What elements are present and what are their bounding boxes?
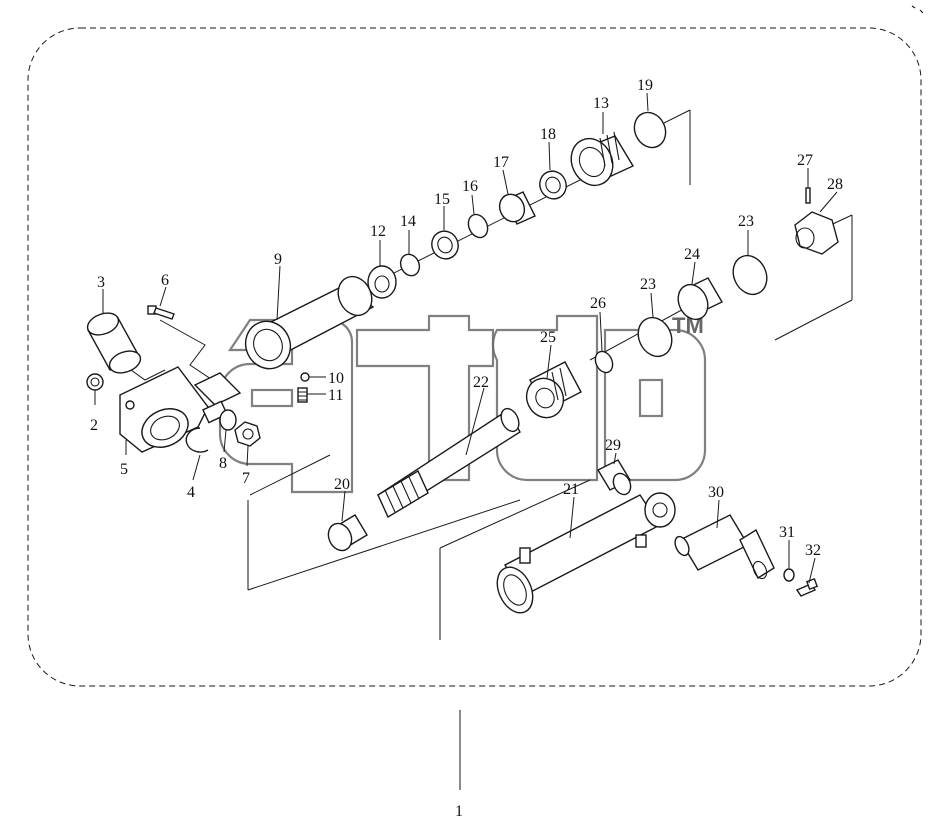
part-17-bushing bbox=[498, 191, 536, 225]
label-30: 30 bbox=[708, 484, 724, 501]
part-27-split-pin bbox=[805, 187, 811, 204]
part-28-nut bbox=[794, 211, 839, 255]
label-31: 31 bbox=[779, 524, 795, 541]
label-6: 6 bbox=[161, 272, 169, 289]
label-23b: 23 bbox=[738, 213, 754, 230]
part-8-ring bbox=[219, 409, 237, 431]
part-number-labels: 1 2 3 4 5 6 7 8 9 10 11 12 13 14 15 16 1… bbox=[90, 77, 843, 820]
label-13: 13 bbox=[593, 95, 609, 112]
part-2-grease-fitting bbox=[86, 373, 104, 391]
label-23a: 23 bbox=[640, 276, 656, 293]
part-32-bolt bbox=[795, 577, 819, 597]
part-16-o-ring bbox=[467, 213, 489, 239]
part-12-gland bbox=[367, 265, 397, 299]
part-5-end-cap bbox=[119, 366, 242, 453]
label-5: 5 bbox=[120, 461, 128, 478]
part-7-nut bbox=[234, 421, 261, 447]
part-21-cylinder-tube bbox=[496, 492, 676, 614]
label-11: 11 bbox=[328, 387, 343, 404]
label-21: 21 bbox=[563, 481, 579, 498]
part-13-cylinder-head bbox=[570, 131, 635, 187]
label-8: 8 bbox=[219, 455, 227, 472]
part-25-piston bbox=[525, 361, 582, 419]
label-32: 32 bbox=[805, 542, 821, 559]
label-22: 22 bbox=[473, 374, 489, 391]
label-7: 7 bbox=[242, 470, 250, 487]
label-4: 4 bbox=[187, 484, 195, 501]
part-19-disc bbox=[633, 111, 667, 149]
label-leaders bbox=[94, 92, 838, 584]
assembly-boundary bbox=[27, 27, 922, 687]
label-3: 3 bbox=[97, 274, 105, 291]
label-19: 19 bbox=[637, 77, 653, 94]
part-24-wear-ring bbox=[677, 277, 723, 321]
part-6-bolt bbox=[147, 305, 175, 320]
part-15-seal bbox=[431, 230, 459, 260]
label-9: 9 bbox=[274, 251, 282, 268]
label-18: 18 bbox=[540, 126, 556, 143]
part-14-o-ring bbox=[399, 253, 421, 277]
part-22-piston-rod bbox=[377, 407, 521, 519]
label-17: 17 bbox=[493, 154, 509, 171]
label-27: 27 bbox=[797, 152, 813, 169]
part-3-bushing bbox=[86, 312, 142, 374]
label-2: 2 bbox=[90, 417, 98, 434]
part-20-bushing bbox=[327, 514, 368, 552]
label-29: 29 bbox=[605, 437, 621, 454]
part-11-spring bbox=[297, 387, 308, 403]
label-25: 25 bbox=[540, 329, 556, 346]
label-20: 20 bbox=[334, 476, 350, 493]
part-23-seal-upper bbox=[732, 254, 768, 296]
corner-mark bbox=[911, 5, 924, 14]
label-1: 1 bbox=[455, 803, 463, 820]
part-31-washer bbox=[783, 568, 795, 582]
label-12: 12 bbox=[370, 223, 386, 240]
part-30-pivot-pin bbox=[674, 514, 775, 580]
part-29-pin bbox=[597, 459, 632, 496]
label-16: 16 bbox=[462, 178, 478, 195]
label-28: 28 bbox=[827, 176, 843, 193]
part-26-o-ring bbox=[594, 350, 614, 374]
label-15: 15 bbox=[434, 191, 450, 208]
label-26: 26 bbox=[590, 295, 606, 312]
label-24: 24 bbox=[684, 246, 700, 263]
part-23-seal-lower bbox=[637, 316, 673, 358]
part-10-ball bbox=[300, 372, 310, 382]
part-9-sleeve bbox=[244, 275, 375, 370]
label-14: 14 bbox=[400, 213, 416, 230]
label-10: 10 bbox=[328, 370, 344, 387]
part-4-circlip bbox=[185, 427, 209, 453]
part-18-ring bbox=[539, 170, 567, 200]
